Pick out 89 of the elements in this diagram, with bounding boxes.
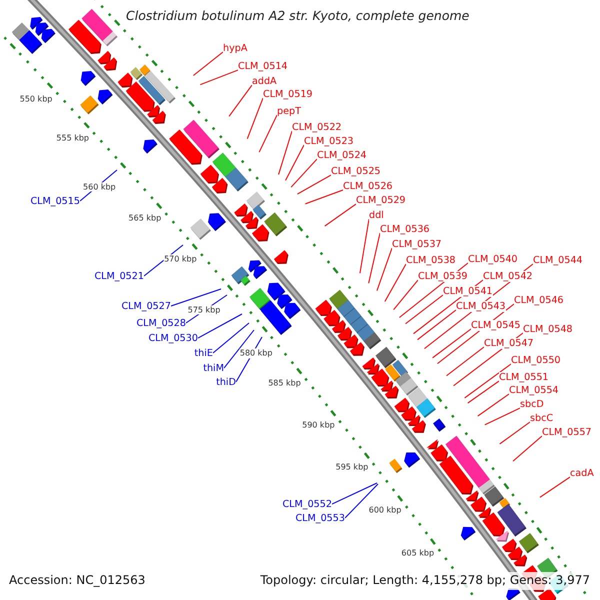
leader-line — [192, 52, 224, 76]
leader-line — [344, 484, 378, 519]
gene-label: CLM_0552 — [282, 498, 332, 510]
gene-label: CLM_0538 — [406, 254, 456, 266]
leader-line — [304, 190, 344, 204]
leader-line — [393, 280, 418, 310]
leader-line — [376, 248, 392, 292]
gene-label: CLM_0545 — [471, 320, 521, 331]
leader-line — [446, 346, 484, 376]
gene-label: ddl — [369, 210, 384, 221]
leader-line — [405, 294, 444, 324]
scale-label: 560 kbp — [83, 182, 116, 192]
leader-line — [464, 364, 512, 398]
gene-label: CLM_0529 — [356, 194, 406, 206]
gene-label: CLM_0546 — [514, 294, 564, 306]
leader-line — [200, 70, 238, 86]
leader-line — [332, 482, 378, 505]
gene-label: CLM_0514 — [238, 60, 288, 72]
gene-label: CLM_0548 — [523, 324, 573, 335]
scale-label: 590 kbp — [302, 420, 335, 430]
gene-label: thiM — [203, 362, 224, 374]
scale-label: 575 kbp — [188, 305, 220, 314]
scale-label: 565 kbp — [128, 214, 162, 224]
leader-line — [477, 394, 510, 417]
scale-label: 605 kbp — [401, 548, 434, 558]
leader-line — [539, 476, 570, 498]
accession-text: Accession: NC_012563 — [9, 574, 146, 588]
gene-label: sbcD — [520, 398, 544, 410]
gene-label: CLM_0515 — [30, 196, 80, 207]
leader-line — [296, 174, 332, 195]
leader-line — [417, 310, 456, 340]
gene-label: addA — [252, 76, 277, 87]
gene-label: CLM_0539 — [418, 270, 468, 282]
gene-label: CLM_0519 — [263, 88, 313, 100]
gene-label: CLM_0537 — [392, 238, 442, 250]
gene-label: CLM_0526 — [343, 180, 393, 192]
leader-line — [278, 130, 292, 176]
gene-label: cadA — [570, 468, 594, 479]
gene-label: CLM_0540 — [468, 254, 518, 265]
gene-label: CLM_0527 — [121, 300, 171, 312]
leader-line — [212, 322, 250, 354]
gene-label: CLM_0554 — [509, 384, 559, 396]
gene-label: hypA — [223, 42, 248, 54]
gene-label: CLM_0543 — [456, 300, 506, 312]
scale-label: 580 kbp — [240, 348, 272, 358]
gene-label: CLM_0551 — [499, 372, 549, 383]
leader-line — [512, 436, 542, 462]
scale-label: 555 kbp — [56, 134, 89, 143]
title: Clostridium botulinum A2 str. Kyoto, complete genome — [126, 9, 470, 24]
leader-line — [224, 330, 254, 369]
gene-label: CLM_0521 — [94, 270, 144, 282]
leader-line — [258, 114, 278, 153]
leader-line — [359, 218, 370, 274]
gene-label: sbcC — [530, 412, 554, 424]
leader-line — [467, 380, 500, 404]
gene-label: CLM_0522 — [292, 122, 342, 133]
gene-label: thiD — [216, 376, 236, 388]
leader-line — [432, 328, 472, 358]
scale-label: 570 kbp — [164, 254, 197, 264]
gene-label: CLM_0528 — [136, 318, 186, 329]
gene-label: CLM_0525 — [331, 166, 381, 177]
gene-label: CLM_0524 — [317, 150, 367, 161]
leader-line — [246, 98, 264, 140]
gene-label: CLM_0553 — [295, 512, 345, 524]
scale-label: 595 kbp — [336, 462, 368, 472]
leader-line — [285, 144, 304, 181]
scale-label: 585 kbp — [268, 378, 301, 388]
scale-label: 600 kbp — [368, 505, 402, 515]
leader-line — [198, 314, 242, 339]
gene-label: pepT — [277, 106, 301, 117]
leader-line — [170, 288, 222, 307]
gene-label: thiE — [194, 348, 213, 359]
leader-line — [368, 232, 380, 284]
gene-label: CLM_0530 — [148, 332, 198, 344]
gene-label: CLM_0550 — [511, 354, 561, 366]
leader-line — [384, 264, 406, 302]
leader-line — [228, 84, 252, 117]
gene-label: CLM_0536 — [380, 224, 430, 235]
gene-label: CLM_0557 — [542, 426, 592, 438]
gene-label: CLM_0523 — [304, 136, 354, 147]
gene-label: CLM_0544 — [533, 254, 583, 266]
scale-label: 550 kbp — [20, 94, 52, 104]
gene-label: CLM_0547 — [484, 338, 534, 349]
gene-label: CLM_0542 — [483, 270, 533, 282]
gene-label: CLM_0541 — [443, 286, 493, 297]
leader-line — [324, 204, 356, 227]
leader-line — [290, 158, 318, 188]
leader-line — [484, 408, 520, 426]
leader-line — [499, 422, 530, 444]
